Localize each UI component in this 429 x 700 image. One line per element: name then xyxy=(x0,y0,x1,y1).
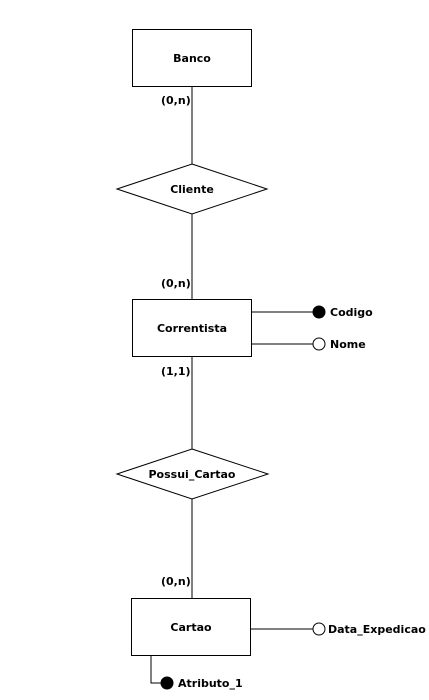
relationship-cliente-label: Cliente xyxy=(170,183,214,196)
entity-cartao-label: Cartao xyxy=(170,621,212,634)
entity-correntista-label: Correntista xyxy=(157,322,227,335)
cardinality-cartao-possui: (0,n) xyxy=(161,575,191,588)
attribute-open-circle-icon xyxy=(312,337,326,351)
relationship-possui-cartao[interactable]: Possui_Cartao xyxy=(115,448,270,500)
cardinality-correntista-possui: (1,1) xyxy=(161,365,191,378)
cardinality-correntista-cliente: (0,n) xyxy=(161,277,191,290)
entity-cartao[interactable]: Cartao xyxy=(131,598,251,656)
relationship-possui-cartao-label: Possui_Cartao xyxy=(149,468,236,481)
cardinality-banco-cliente: (0,n) xyxy=(161,94,191,107)
relationship-cliente[interactable]: Cliente xyxy=(115,163,269,215)
attribute-atributo-1-label: Atributo_1 xyxy=(178,677,243,690)
attribute-atributo-1[interactable]: Atributo_1 xyxy=(160,676,243,690)
entity-banco-label: Banco xyxy=(173,52,211,65)
attribute-data-expedicao-label: Data_Expedicao xyxy=(328,623,426,636)
attribute-open-circle-icon xyxy=(312,622,326,636)
entity-correntista[interactable]: Correntista xyxy=(132,299,252,357)
identifier-filled-circle-icon xyxy=(312,305,326,319)
attribute-nome[interactable]: Nome xyxy=(312,337,366,351)
attribute-codigo[interactable]: Codigo xyxy=(312,305,373,319)
attribute-nome-label: Nome xyxy=(330,338,366,351)
attribute-data-expedicao[interactable]: Data_Expedicao xyxy=(312,622,426,636)
identifier-filled-circle-icon xyxy=(160,676,174,690)
line-atributo-1 xyxy=(150,656,161,684)
attribute-codigo-label: Codigo xyxy=(330,306,373,319)
entity-banco[interactable]: Banco xyxy=(132,29,252,87)
